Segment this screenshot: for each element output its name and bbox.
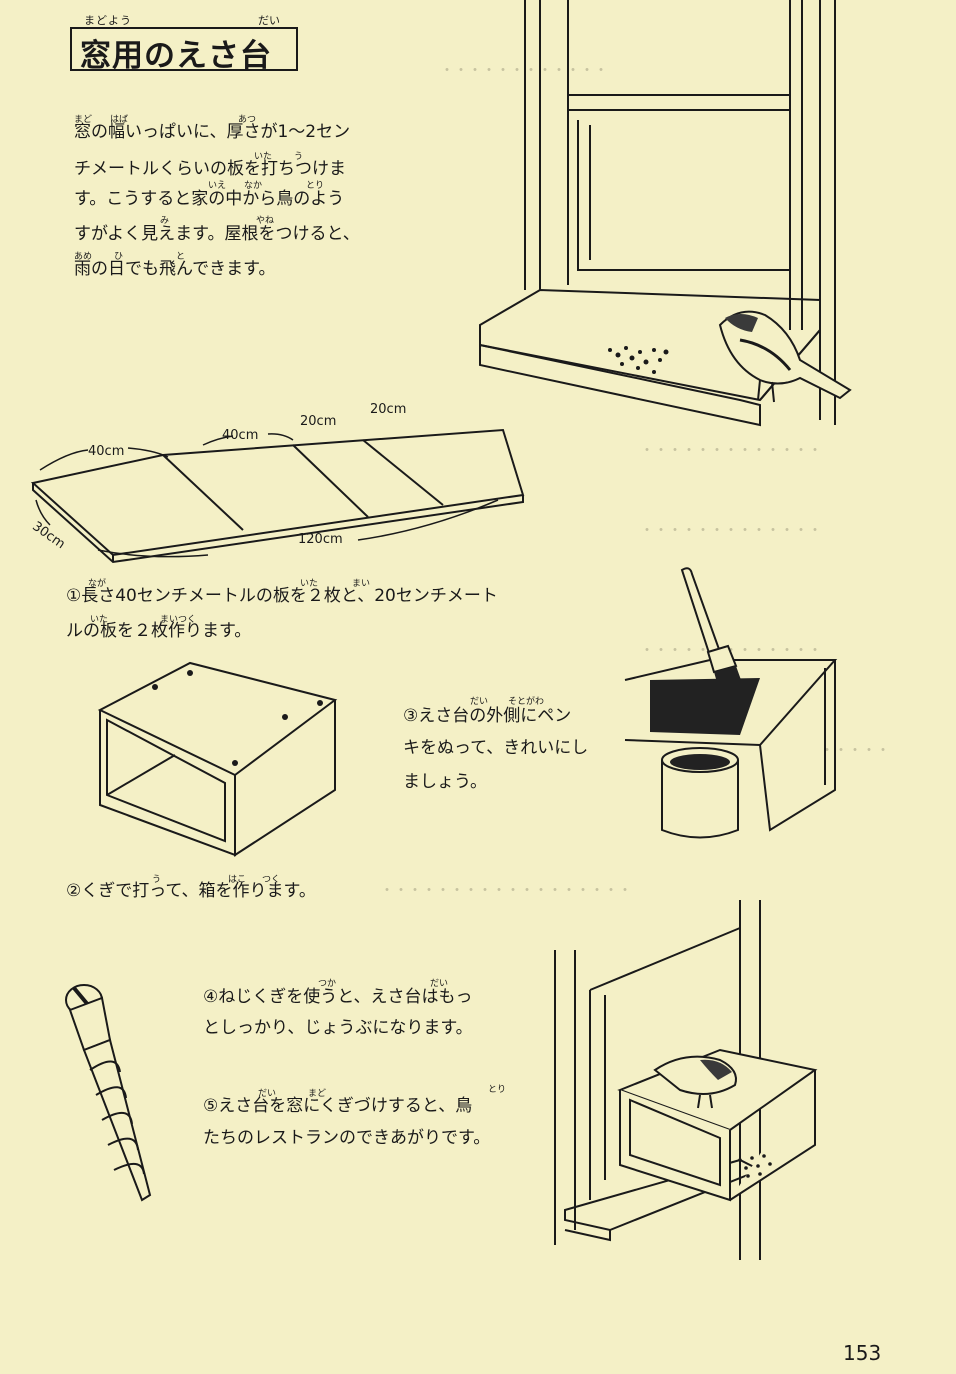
board-cut-diagram xyxy=(30,428,525,564)
title-ruby-dai: だい xyxy=(258,14,280,27)
ruby: つく xyxy=(262,875,281,885)
box-illustration xyxy=(97,661,338,857)
step-text: ルの板を２枚作ります。 xyxy=(66,621,252,641)
ruby: そとがわ xyxy=(508,697,545,707)
intro-line: 雨の日でも飛んできます。 xyxy=(74,259,276,279)
ruby: いた xyxy=(300,579,319,589)
page-title: 窓用のえさ台 xyxy=(80,38,272,74)
sparrow-icon xyxy=(653,1055,737,1109)
ruby: う xyxy=(152,875,162,885)
title-frame xyxy=(70,27,298,71)
ruby: だい xyxy=(470,697,489,707)
step-text: ④ねじくぎを使うと、えさ台はもっ xyxy=(203,987,473,1007)
title-ruby: まどよう xyxy=(84,14,132,27)
step-text: ③えさ台の外側にペン xyxy=(403,706,572,726)
intro-line: す。こうすると家の中から鳥のよう xyxy=(74,189,345,209)
ruby: まど xyxy=(74,115,93,125)
finished-feeder-illustration xyxy=(554,900,818,1260)
dim-label: 40cm xyxy=(222,428,259,443)
screw-icon xyxy=(65,984,152,1202)
ruby: いた xyxy=(90,615,109,625)
step-text: たちのレストランのできあがりです。 xyxy=(203,1128,491,1148)
step-text: としっかり、じょうぶになります。 xyxy=(203,1018,473,1038)
step-text: キをぬって、きれいにし xyxy=(403,738,589,758)
intro-line: すがよく見えます。屋根をつけると、 xyxy=(74,224,360,244)
dim-label: 20cm xyxy=(300,414,337,429)
ruby: つか xyxy=(318,979,337,989)
window-shelf-illustration xyxy=(479,0,852,427)
page-number: 153 xyxy=(843,1341,882,1365)
ruby: やね xyxy=(256,216,275,226)
ruby: だい xyxy=(258,1089,277,1099)
step-text: ましょう。 xyxy=(403,772,487,792)
painting-illustration xyxy=(624,567,838,839)
ruby: だい xyxy=(430,979,449,989)
intro-line: チメートルくらいの板を打ちつけま xyxy=(74,159,346,179)
ruby: とり xyxy=(488,1085,507,1095)
step-text: ②くぎで打って、箱を作ります。 xyxy=(66,881,316,901)
ruby: なか xyxy=(244,181,263,191)
step-text: ①長さ40センチメートルの板を２枚と、20センチメート xyxy=(66,586,498,606)
intro-line: 窓の幅いっぱいに、厚さが1～2セン xyxy=(74,122,351,142)
ruby: まど xyxy=(308,1089,327,1099)
ruby: う xyxy=(294,152,304,162)
ruby: あつ xyxy=(238,115,257,125)
ruby: いえ xyxy=(208,181,227,191)
ruby: いた xyxy=(254,152,273,162)
dim-label: 40cm xyxy=(88,444,125,459)
ruby: み xyxy=(160,216,170,226)
ruby: まい xyxy=(352,579,371,589)
sparrow-icon xyxy=(718,310,852,403)
ruby: まいつく xyxy=(160,615,197,625)
ruby: はこ xyxy=(228,875,247,885)
ruby: はば xyxy=(110,115,129,125)
ruby: ひ xyxy=(114,252,124,262)
ruby: と xyxy=(176,252,186,262)
step-text: ⑤えさ台を窓にくぎづけすると、鳥 xyxy=(203,1096,473,1116)
ruby: なが xyxy=(88,579,107,589)
ruby: あめ xyxy=(74,252,93,262)
dim-label: 20cm xyxy=(370,402,407,417)
dim-label: 120cm xyxy=(298,532,343,547)
ruby: とり xyxy=(306,181,325,191)
